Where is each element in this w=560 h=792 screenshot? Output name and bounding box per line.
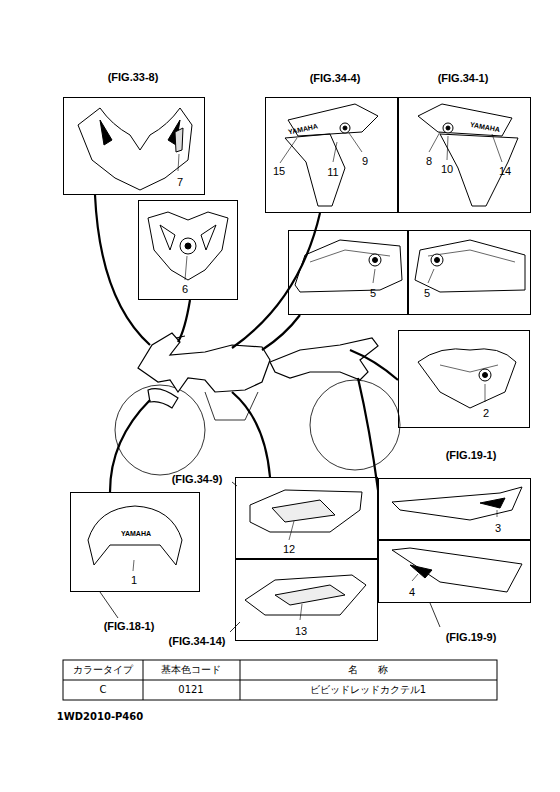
callout-number: 1 <box>131 575 137 586</box>
callout-number: 9 <box>362 156 368 167</box>
table-cell: 名 称 <box>348 665 388 675</box>
callout-number: 2 <box>483 408 489 419</box>
callout-number: 10 <box>441 164 453 175</box>
parts-panel: YAMAHA1(FIG.18-1) <box>70 492 200 592</box>
front-panel-drawing <box>148 212 228 280</box>
heading-leaders <box>100 482 440 632</box>
callout-number: 14 <box>499 166 511 177</box>
tank-cover-drawing <box>295 240 525 292</box>
lower-side-cover-drawing <box>245 490 366 620</box>
table-cell: カラータイプ <box>73 665 133 675</box>
table-cell: 基本色コード <box>161 665 221 675</box>
parts-panel: (FIG.19-1)3 <box>378 478 531 540</box>
side-fairing-left-drawing <box>280 104 378 206</box>
callout-number: 7 <box>177 177 183 188</box>
figure-reference: (FIG.34-4) <box>310 73 361 84</box>
figure-reference: (FIG.19-9) <box>446 632 497 643</box>
callout-number: 4 <box>409 587 415 598</box>
callout-number: 8 <box>426 156 432 167</box>
parts-panel: 6 <box>138 200 238 300</box>
logo-text: YAMAHA <box>470 121 501 133</box>
table-cell: ビビッドレッドカクテル1 <box>310 685 426 695</box>
figure-reference: (FIG.18-1) <box>104 621 155 632</box>
figure-reference: (FIG.19-1) <box>446 450 497 461</box>
table-cell: C <box>100 685 107 695</box>
side-fairing-right-drawing <box>418 104 518 206</box>
callout-number: 3 <box>495 523 501 534</box>
motorcycle-sketch <box>115 333 400 475</box>
front-fender-drawing <box>88 506 182 571</box>
parts-panel: (FIG.34-9)12 <box>235 477 378 559</box>
figure-reference: (FIG.34-14) <box>169 636 226 647</box>
parts-panel: 5 <box>408 230 531 315</box>
figure-reference: (FIG.34-9) <box>172 474 223 485</box>
callout-number: 6 <box>182 284 188 295</box>
parts-panel: 2 <box>398 330 530 428</box>
logo-text: YAMAHA <box>288 122 319 135</box>
figure-reference: (FIG.34-1) <box>438 73 489 84</box>
parts-panel: 5 <box>288 230 408 315</box>
callout-number: 15 <box>273 166 285 177</box>
callout-number: 13 <box>295 626 307 637</box>
figure-reference: (FIG.33-8) <box>108 72 159 83</box>
panel-leaders <box>95 195 398 492</box>
callout-number: 12 <box>283 544 295 555</box>
callout-number: 5 <box>424 288 430 299</box>
parts-panel: (FIG.34-4)YAMAHA15119 <box>265 97 398 213</box>
tail-cover-drawing <box>418 349 516 408</box>
parts-panel: (FIG.34-1)YAMAHA81014 <box>398 97 531 213</box>
table-cell: 0121 <box>178 685 203 695</box>
parts-panel: 4(FIG.19-9) <box>378 540 531 603</box>
color-table <box>63 660 497 700</box>
callout-number: 11 <box>327 167 338 178</box>
callout-number: 5 <box>370 288 376 299</box>
parts-panel: (FIG.33-8)7 <box>63 97 205 195</box>
logo-text: YAMAHA <box>121 530 151 537</box>
drawing-code: 1WD2010-P460 <box>57 712 143 722</box>
parts-panel: 13(FIG.34-14) <box>235 559 378 641</box>
upper-cowl-drawing <box>78 108 192 190</box>
